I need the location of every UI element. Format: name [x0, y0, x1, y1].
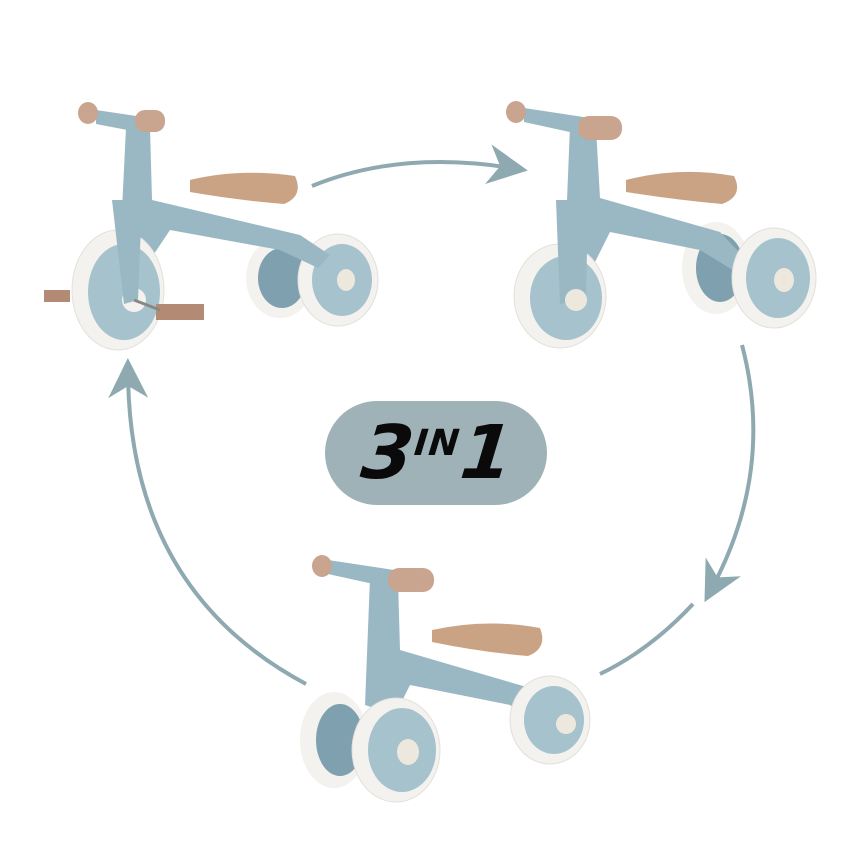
- badge-number-1: 1: [456, 410, 515, 496]
- badge-label: 3 IN 1: [357, 410, 515, 496]
- arrow-mode3-to-mode1: [108, 358, 307, 686]
- three-in-one-badge: 3 IN 1: [325, 401, 547, 505]
- bike-balance-trike: [506, 101, 817, 349]
- arrow-mode1-to-mode2: [311, 144, 528, 188]
- arrow-mode2-to-mode3: [704, 344, 756, 603]
- arrow-mode2-to-mode3-tail: [599, 602, 695, 676]
- bike-tricycle-with-pedals: [44, 102, 379, 351]
- bike-balance-bike: [300, 555, 591, 803]
- badge-number-3: 3: [357, 410, 416, 496]
- badge-in: IN: [412, 423, 462, 464]
